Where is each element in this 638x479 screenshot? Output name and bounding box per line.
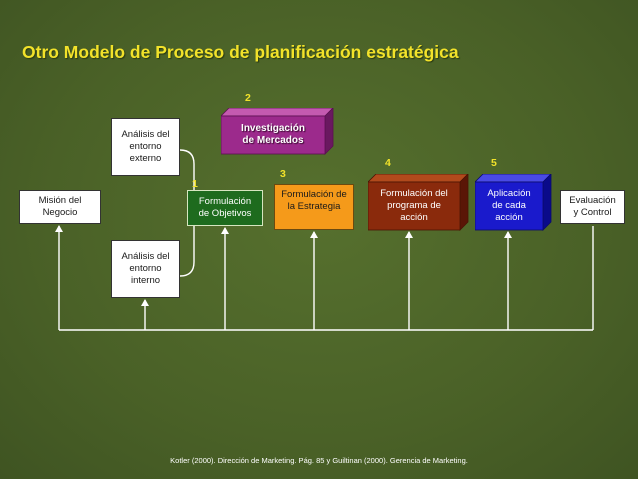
step-number-4: 4: [385, 157, 391, 169]
source-note: Kotler (2000). Dirección de Marketing. P…: [170, 456, 468, 465]
step-number-1: 1: [192, 178, 198, 190]
analisis-externo-box: Análisis del entorno externo: [111, 118, 180, 176]
slide-title: Otro Modelo de Proceso de planificación …: [22, 42, 459, 62]
step-number-5: 5: [491, 157, 497, 169]
evaluacion-box: Evaluación y Control: [560, 190, 625, 224]
programa-3d-shape: [368, 174, 469, 231]
step-number-2: 2: [245, 92, 251, 104]
analisis-interno-box: Análisis del entorno interno: [111, 240, 180, 298]
mision-box: Misión del Negocio: [19, 190, 101, 224]
objetivos-box: Formulación de Objetivos: [187, 190, 263, 226]
investigacion-3d-shape: [221, 108, 334, 155]
investigacion-label: Investigación de Mercados: [241, 123, 305, 146]
estrategia-box: Formulación de la Estrategia: [274, 184, 354, 230]
aplicacion-label: Aplicación de cada acción: [487, 188, 531, 223]
step-number-3: 3: [280, 168, 286, 180]
aplicacion-3d-shape: [475, 174, 552, 231]
programa-label: Formulación del programa de acción: [380, 188, 448, 223]
